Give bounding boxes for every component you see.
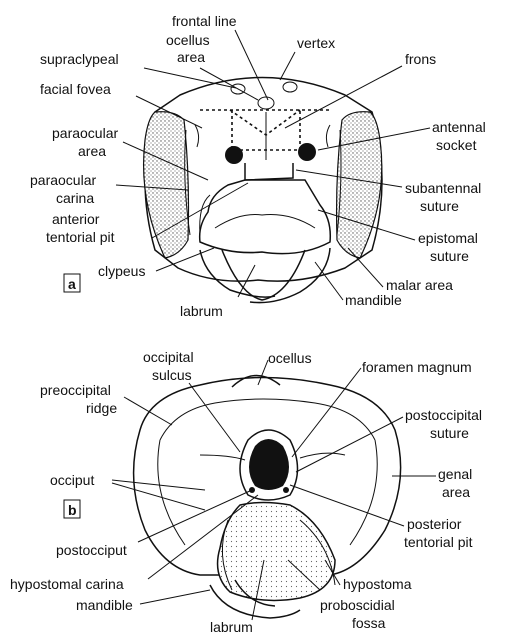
label-mandible-b: mandible	[76, 597, 133, 613]
foramen-magnum	[249, 439, 289, 490]
facial-fovea-right	[326, 125, 330, 147]
label-paraocular-carina-2: carina	[56, 190, 94, 206]
epistomal-suture	[200, 195, 210, 235]
panel-a-tag: a	[68, 276, 76, 292]
genal-curve-left	[158, 440, 185, 545]
clypeus-inner	[215, 215, 315, 228]
mandible-right-front	[250, 248, 330, 303]
label-proboscidial-fossa-1: proboscidial	[320, 597, 395, 613]
label-paraocular-area-2: area	[78, 143, 106, 159]
label-anterior-tentorial-pit-2: tentorial pit	[46, 229, 115, 245]
label-proboscidial-fossa-2: fossa	[352, 615, 386, 631]
label-supraclypeal-area: supraclypeal	[40, 51, 119, 67]
panel-a-front-view: frontal line ocellus area vertex supracl…	[30, 13, 486, 319]
label-facial-fovea: facial fovea	[40, 81, 111, 97]
label-foramen-magnum: foramen magnum	[362, 359, 472, 375]
label-ocellus-area-2: area	[177, 49, 205, 65]
facial-fovea-left	[195, 125, 199, 147]
ocellus-median	[258, 97, 274, 109]
label-anterior-tentorial-pit-1: anterior	[52, 211, 100, 227]
labrum-front	[222, 250, 305, 300]
label-occiput: occiput	[50, 472, 94, 488]
label-frontal-line: frontal line	[172, 13, 237, 29]
label-posterior-tentorial-pit-1: posterior	[407, 516, 462, 532]
label-occipital-sulcus-1: occipital	[143, 349, 194, 365]
occipital-sulcus-right	[300, 453, 345, 458]
label-genal-area-2: area	[442, 484, 470, 500]
label-hypostomal-carina: hypostomal carina	[10, 576, 124, 592]
label-epistomal-suture-2: suture	[430, 248, 469, 264]
label-postocciput: postocciput	[56, 542, 127, 558]
label-antennal-socket-1: antennal	[432, 119, 486, 135]
label-malar-area: malar area	[386, 277, 453, 293]
panel-b-posterior-view: occipital sulcus ocellus foramen magnum …	[10, 349, 482, 635]
clypeus-outline	[200, 180, 331, 254]
posterior-tentorial-pit-right	[283, 487, 289, 493]
label-mandible-a: mandible	[345, 292, 402, 308]
label-subantennal-suture-2: suture	[420, 198, 459, 214]
label-labrum-a: labrum	[180, 303, 223, 319]
label-ocellus-area-1: ocellus	[166, 32, 210, 48]
label-preoccipital-ridge-1: preoccipital	[40, 382, 111, 398]
label-labrum-b: labrum	[210, 619, 253, 635]
label-paraocular-carina-1: paraocular	[30, 172, 96, 188]
ocellus-right	[283, 82, 297, 92]
label-posterior-tentorial-pit-2: tentorial pit	[404, 534, 473, 550]
label-vertex: vertex	[297, 35, 335, 51]
label-antennal-socket-2: socket	[436, 137, 477, 153]
mandible-left-front	[200, 250, 275, 297]
label-hypostoma: hypostoma	[343, 576, 412, 592]
antennal-socket-left	[225, 146, 243, 164]
label-frons: frons	[405, 51, 436, 67]
genal-curve-right	[350, 440, 377, 545]
label-epistomal-suture-1: epistomal	[418, 230, 478, 246]
antennal-socket-right	[298, 143, 316, 161]
panel-b-tag: b	[68, 502, 77, 518]
label-subantennal-suture-1: subantennal	[405, 180, 481, 196]
proboscidial-fossa	[218, 503, 335, 601]
occipital-sulcus-left	[200, 455, 245, 460]
label-occipital-sulcus-2: sulcus	[152, 367, 192, 383]
preoccipital-ridge	[160, 399, 375, 440]
compound-eye-left	[144, 112, 189, 258]
label-postoccipital-suture-1: postoccipital	[405, 407, 482, 423]
label-clypeus: clypeus	[98, 263, 145, 279]
label-postoccipital-suture-2: suture	[430, 425, 469, 441]
label-preoccipital-ridge-2: ridge	[86, 400, 117, 416]
label-paraocular-area-1: paraocular	[52, 125, 118, 141]
supraclypeal-plate	[245, 163, 293, 180]
label-genal-area-1: genal	[438, 466, 472, 482]
label-ocellus-b: ocellus	[268, 350, 312, 366]
